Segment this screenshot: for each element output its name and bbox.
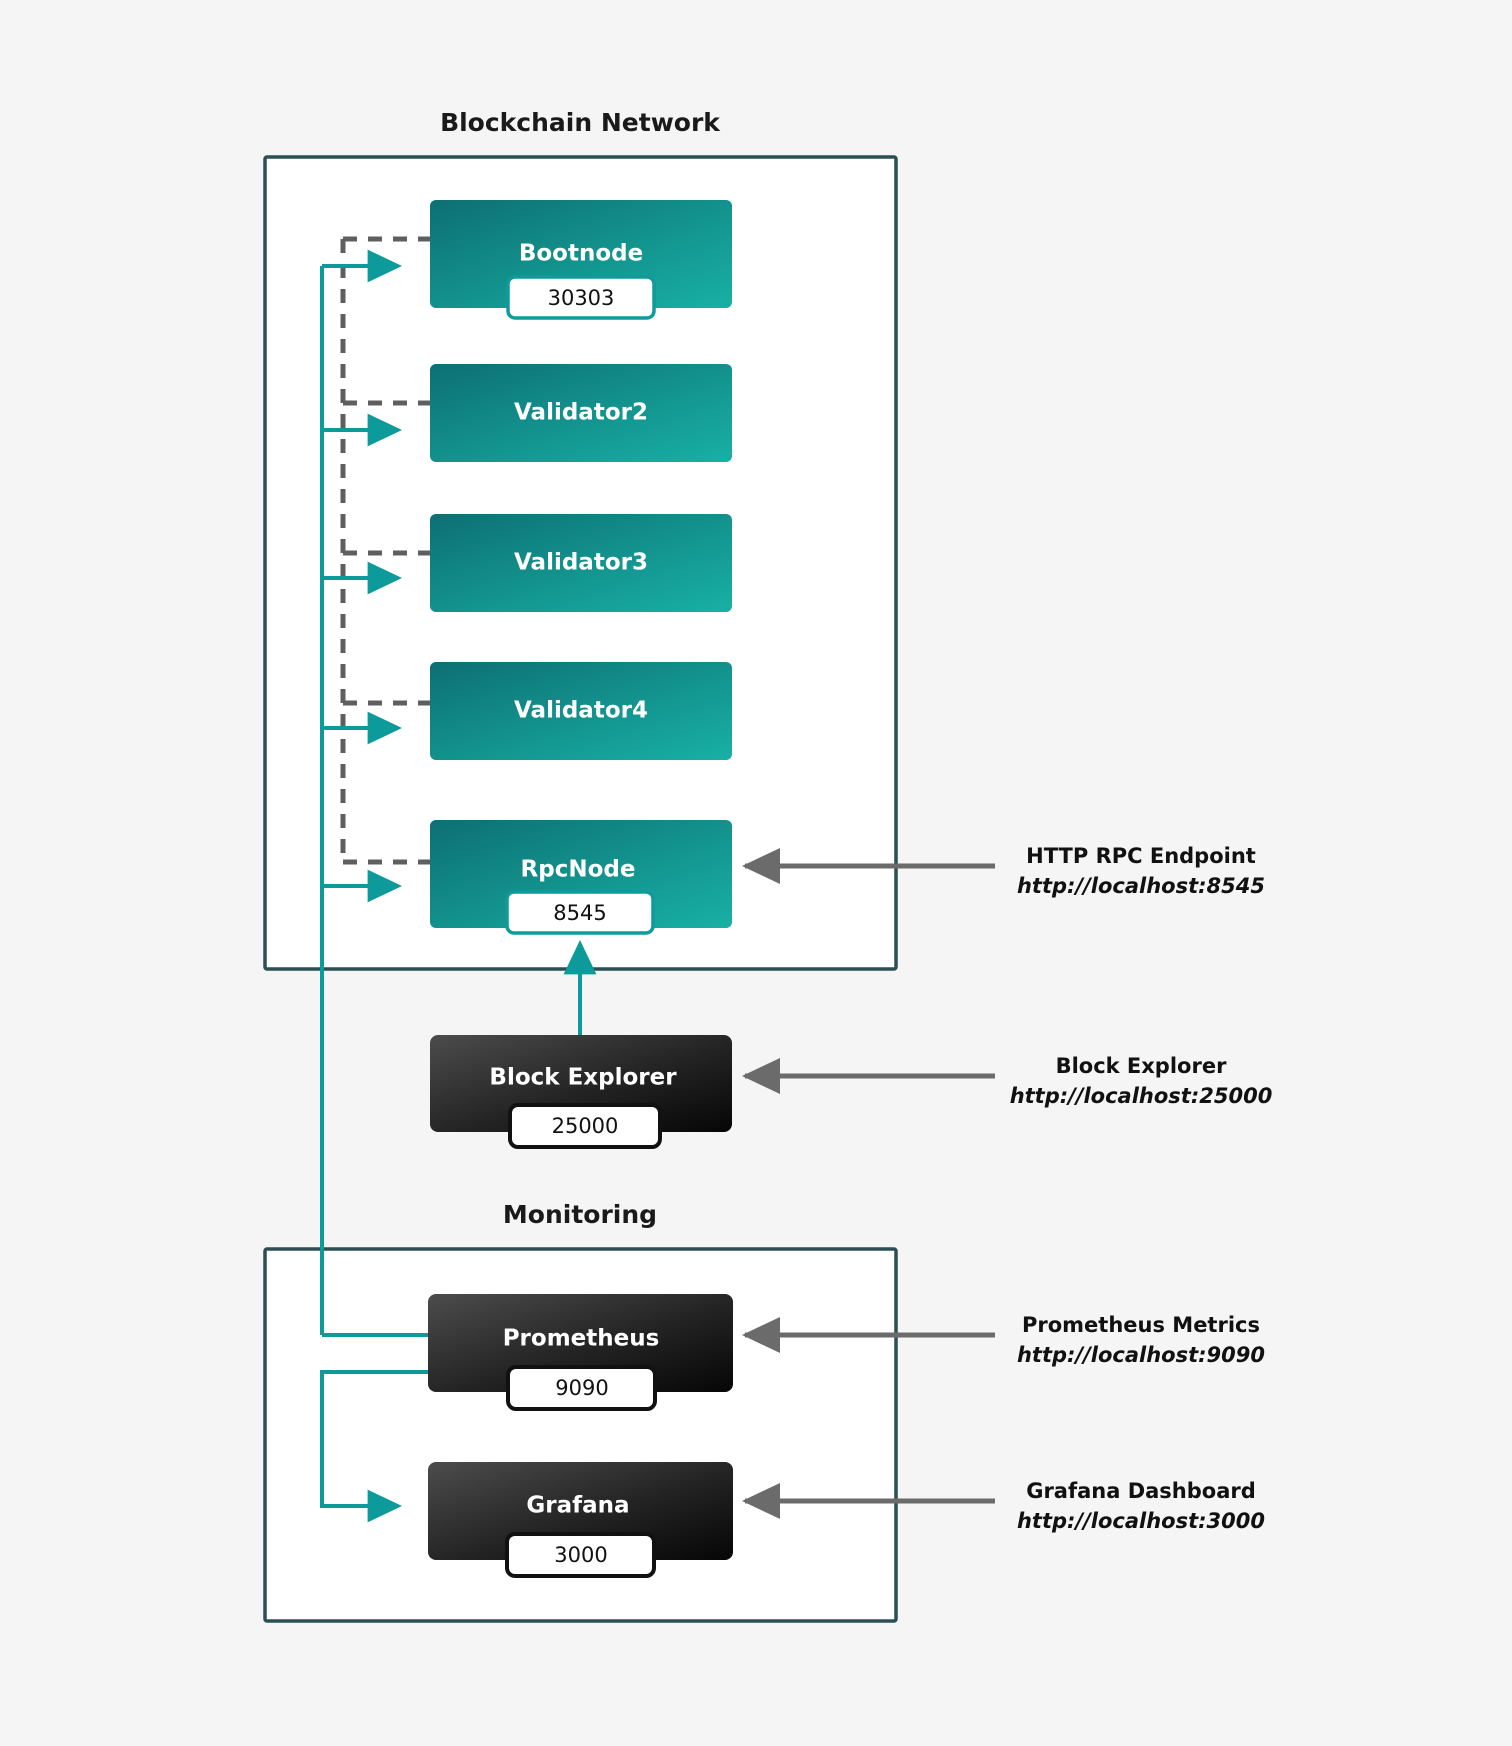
node-block-explorer-port-badge — [508, 1103, 662, 1149]
group-title-monitoring: Monitoring — [503, 1200, 657, 1229]
node-block-explorer-port: 25000 — [552, 1114, 619, 1138]
node-bootnode-port-badge — [506, 275, 656, 320]
node-rpcnode[interactable]: RpcNode 8545 — [430, 820, 732, 935]
node-bootnode-box[interactable] — [430, 200, 732, 308]
node-rpcnode-label: RpcNode — [521, 857, 636, 883]
node-rpcnode-port-badge — [505, 890, 655, 935]
annotation-prometheus-metrics-url: http://localhost:9090 — [1017, 1343, 1265, 1367]
edge-group-peer-dashed — [340, 236, 440, 865]
node-grafana[interactable]: Grafana 3000 — [428, 1462, 733, 1578]
node-validator2-box[interactable] — [430, 364, 732, 462]
node-grafana-port-badge — [505, 1532, 656, 1578]
node-grafana-box[interactable] — [428, 1462, 733, 1560]
node-block-explorer[interactable]: Block Explorer 25000 — [430, 1035, 732, 1149]
annotation-rpc-endpoint-title: HTTP RPC Endpoint — [1026, 844, 1256, 868]
node-prometheus-port-badge — [506, 1365, 657, 1411]
node-prometheus-box[interactable] — [428, 1294, 733, 1392]
node-prometheus[interactable]: Prometheus 9090 — [428, 1294, 733, 1411]
edge-prometheus-to-grafana — [320, 1370, 428, 1523]
node-validator4-box[interactable] — [430, 662, 732, 760]
annotation-grafana-dashboard-title: Grafana Dashboard — [1026, 1479, 1256, 1503]
node-block-explorer-label: Block Explorer — [489, 1065, 677, 1091]
node-prometheus-label: Prometheus — [503, 1326, 660, 1352]
node-bootnode-port: 30303 — [548, 286, 615, 310]
node-bootnode[interactable]: Bootnode 30303 — [430, 200, 732, 320]
group-title-blockchain-network: Blockchain Network — [440, 108, 721, 137]
annotation-rpc-endpoint: HTTP RPC Endpoint http://localhost:8545 — [742, 844, 1265, 898]
node-grafana-label: Grafana — [526, 1493, 629, 1519]
annotation-grafana-dashboard: Grafana Dashboard http://localhost:3000 — [742, 1479, 1265, 1533]
node-validator4-label: Validator4 — [514, 698, 648, 724]
annotation-block-explorer-title: Block Explorer — [1056, 1054, 1228, 1078]
node-validator2-label: Validator2 — [514, 400, 648, 426]
node-bootnode-label: Bootnode — [519, 241, 643, 267]
node-prometheus-port: 9090 — [555, 1376, 608, 1400]
node-validator2[interactable]: Validator2 — [430, 364, 732, 462]
node-validator3-label: Validator3 — [514, 550, 648, 576]
annotation-grafana-dashboard-url: http://localhost:3000 — [1017, 1509, 1265, 1533]
annotation-prometheus-metrics-title: Prometheus Metrics — [1022, 1313, 1260, 1337]
annotation-block-explorer: Block Explorer http://localhost:25000 — [742, 1054, 1273, 1108]
edge-group-prometheus-scrape — [320, 249, 428, 1337]
node-validator3-box[interactable] — [430, 514, 732, 612]
node-grafana-port: 3000 — [554, 1543, 607, 1567]
node-rpcnode-port: 8545 — [553, 901, 606, 925]
annotation-prometheus-metrics: Prometheus Metrics http://localhost:9090 — [742, 1313, 1265, 1367]
node-validator3[interactable]: Validator3 — [430, 514, 732, 612]
annotation-block-explorer-url: http://localhost:25000 — [1010, 1084, 1273, 1108]
group-box-monitoring — [263, 1247, 898, 1623]
annotation-rpc-endpoint-url: http://localhost:8545 — [1017, 874, 1265, 898]
node-validator4[interactable]: Validator4 — [430, 662, 732, 760]
